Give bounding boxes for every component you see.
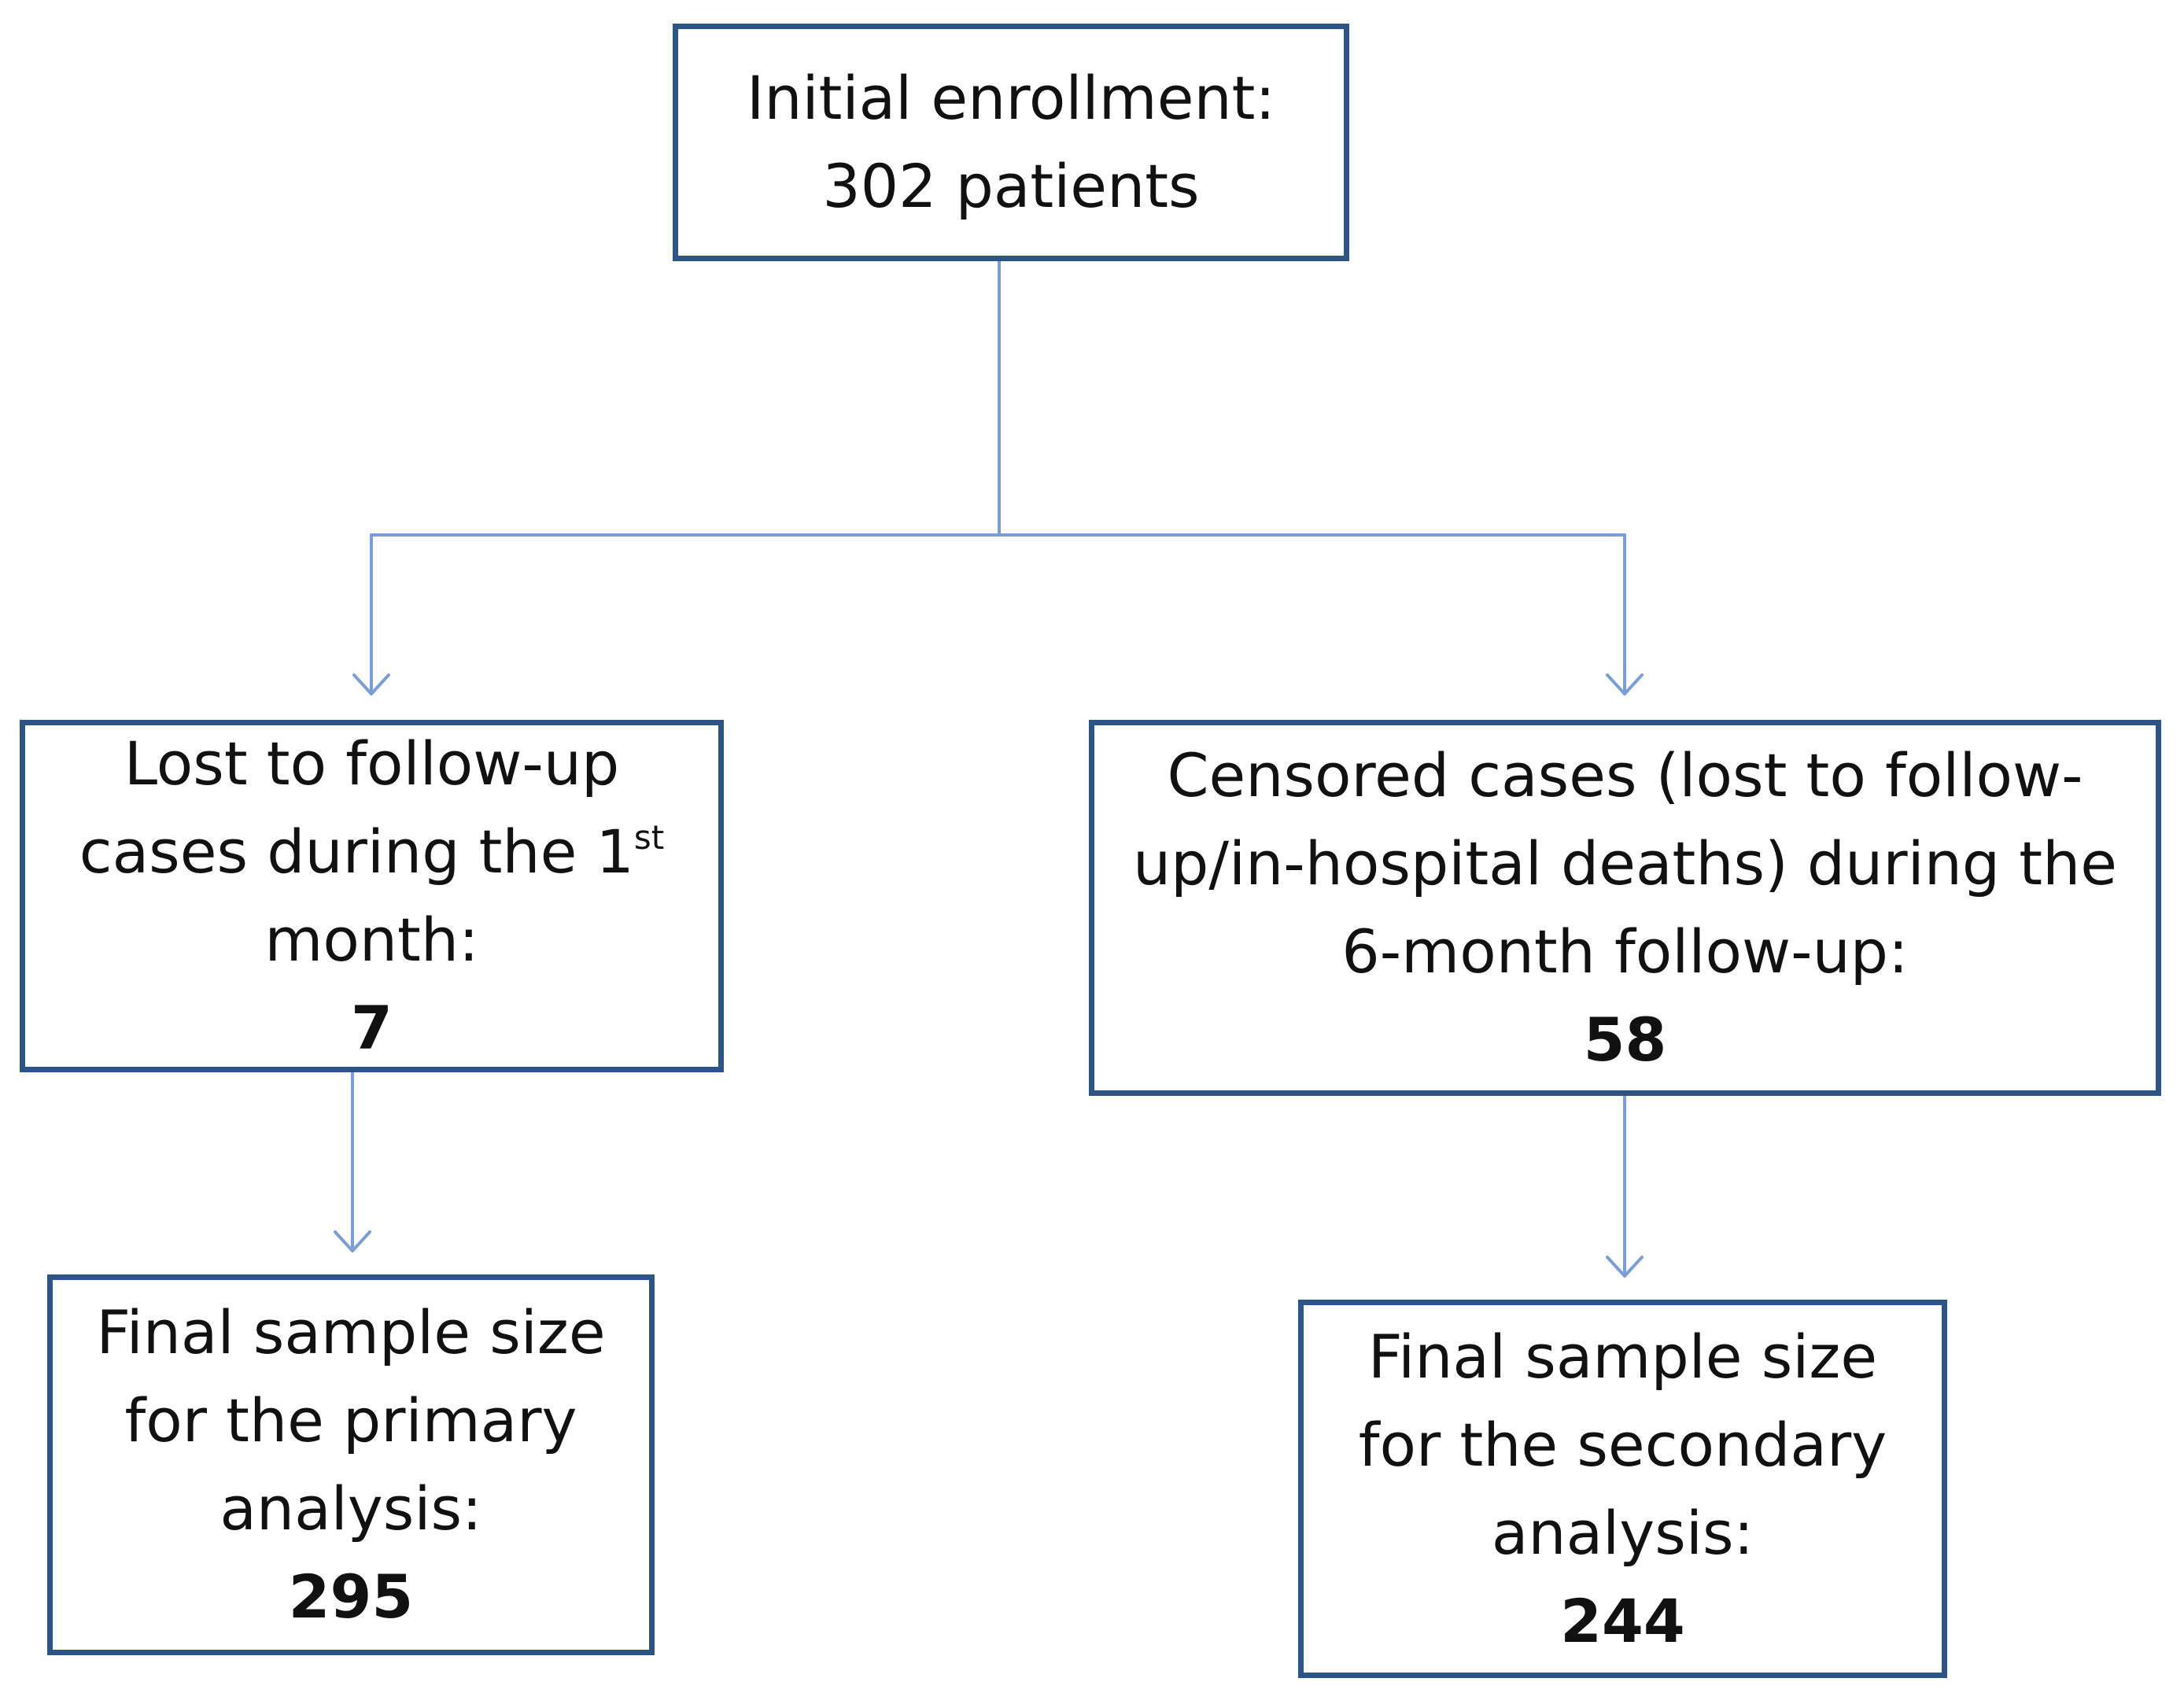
secondary-analysis-box: Final sample size for the secondary anal…	[1298, 1300, 1947, 1678]
arrow-head-lost	[352, 673, 390, 695]
primary-label-line-2: for the primary	[124, 1385, 577, 1455]
initial-enrollment-label: Initial enrollment:	[746, 63, 1276, 133]
initial-enrollment-count: 302 patients	[822, 151, 1200, 221]
primary-analysis-box: Final sample size for the primary analys…	[47, 1274, 655, 1655]
arrow-head-primary	[334, 1230, 371, 1252]
secondary-label-line-3: analysis:	[1491, 1497, 1754, 1568]
censored-label-line-3: 6-month follow-up:	[1341, 917, 1909, 987]
censored-label-line-2: up/in-hospital deaths) during the	[1133, 828, 2117, 898]
lost-to-follow-up-box: Lost to follow-up cases during the 1st m…	[20, 720, 724, 1072]
censored-label-line-1: Censored cases (lost to follow-	[1167, 740, 2083, 810]
censored-cases-box: Censored cases (lost to follow- up/in-ho…	[1089, 720, 2161, 1096]
secondary-count: 244	[1560, 1585, 1685, 1656]
primary-label-line-3: analysis:	[220, 1474, 482, 1544]
arrow-head-censored	[1606, 673, 1644, 695]
censored-count: 58	[1583, 1005, 1667, 1075]
initial-enrollment-box: Initial enrollment: 302 patients	[673, 24, 1349, 261]
arrow-head-secondary	[1606, 1256, 1644, 1278]
primary-label-line-1: Final sample size	[96, 1297, 606, 1367]
lost-label-line-2: cases during the 1st	[79, 808, 664, 896]
lost-label-line-1: Lost to follow-up	[124, 728, 620, 799]
secondary-label-line-1: Final sample size	[1367, 1321, 1878, 1392]
primary-count: 295	[288, 1562, 414, 1632]
secondary-label-line-2: for the secondary	[1358, 1409, 1887, 1480]
lost-count: 7	[351, 993, 393, 1063]
ordinal-suffix: st	[633, 818, 665, 857]
lost-label-line-3: month:	[264, 905, 479, 975]
lost-label-line-2-text: cases during the 1	[79, 817, 634, 887]
